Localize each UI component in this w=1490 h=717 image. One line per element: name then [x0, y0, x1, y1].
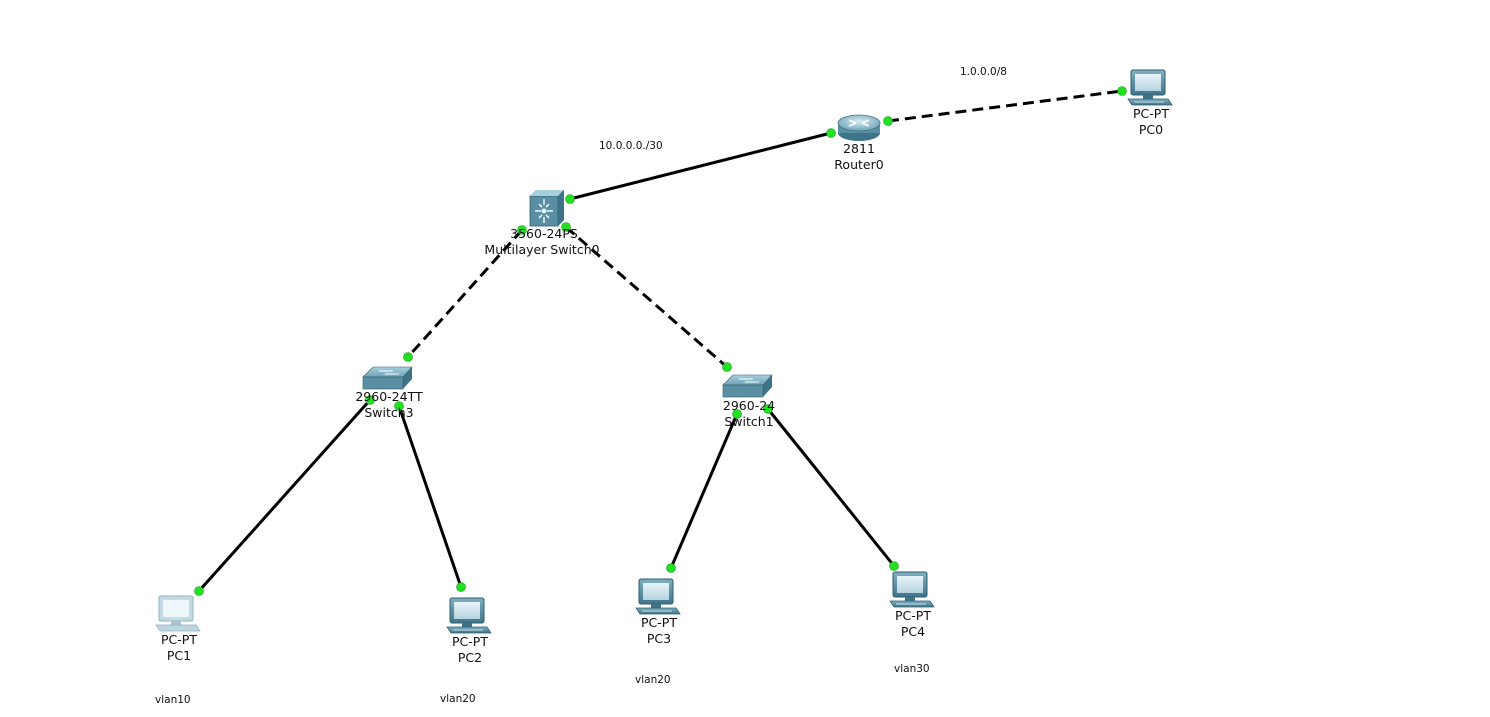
pc3-name-label: PC3 [646, 631, 672, 646]
switch3-icon[interactable] [362, 366, 413, 390]
link-mls0-switch3[interactable] [406, 228, 524, 359]
switch1-name-label: Switch1 [724, 414, 774, 429]
pc0-model-label: PC-PT [1133, 106, 1169, 121]
pc0-name-label: PC0 [1138, 122, 1164, 137]
mls0-name-label: Multilayer Switch0 [484, 242, 600, 257]
switch1-icon[interactable] [722, 374, 773, 398]
pc3-icon[interactable] [635, 578, 681, 615]
pc3-model-label: PC-PT [641, 615, 677, 630]
switch3-name-label: Switch3 [364, 405, 414, 420]
vlan-note-pc2: vlan20 [440, 693, 476, 705]
switch1-model-label: 2960-24 [722, 398, 776, 413]
pc2-icon[interactable] [446, 597, 492, 634]
port-light [826, 128, 836, 138]
link-router0-pc0[interactable] [887, 89, 1123, 123]
port-light [403, 352, 413, 362]
port-light [394, 401, 404, 411]
router0-model-label: 2811 [843, 141, 875, 156]
port-light [194, 586, 204, 596]
port-indicators [194, 86, 1127, 596]
pc1-model-label: PC-PT [161, 632, 197, 647]
pc4-name-label: PC4 [900, 624, 926, 639]
mls0-model-label: 3560-24PS [510, 226, 578, 241]
link-switch3-pc2[interactable] [397, 405, 463, 588]
switch3-model-label: 2960-24TT [355, 389, 423, 404]
link-mls0-router0[interactable] [569, 131, 832, 201]
vlan-note-pc1: vlan10 [155, 694, 191, 706]
pc0-icon[interactable] [1127, 69, 1173, 106]
port-light [889, 561, 899, 571]
port-light [722, 362, 732, 372]
router-icon[interactable] [837, 114, 881, 141]
link-switch3-pc1[interactable] [197, 398, 372, 593]
port-light [1117, 86, 1127, 96]
vlan-note-pc3: vlan20 [635, 674, 671, 686]
port-light [565, 194, 575, 204]
network-note-router-mls: 10.0.0.0./30 [599, 140, 663, 152]
port-light [763, 404, 773, 414]
pc1-name-label: PC1 [166, 648, 192, 663]
multilayer-switch-icon[interactable] [529, 190, 564, 227]
pc2-model-label: PC-PT [452, 634, 488, 649]
pc4-model-label: PC-PT [895, 608, 931, 623]
port-light [561, 222, 571, 232]
port-light [883, 116, 893, 126]
router0-name-label: Router0 [834, 157, 884, 172]
vlan-note-pc4: vlan30 [894, 663, 930, 675]
pc1-icon[interactable] [155, 595, 201, 632]
link-switch1-pc4[interactable] [766, 408, 896, 567]
links [197, 89, 1123, 593]
network-note-pc0: 1.0.0.0/8 [960, 66, 1007, 78]
pc2-name-label: PC2 [457, 650, 483, 665]
link-mls0-switch1[interactable] [565, 225, 728, 369]
link-switch1-pc3[interactable] [669, 413, 739, 569]
port-light [456, 582, 466, 592]
port-light [732, 409, 742, 419]
port-light [517, 225, 527, 235]
port-light [365, 395, 375, 405]
pc4-icon[interactable] [889, 571, 935, 608]
port-light [666, 563, 676, 573]
